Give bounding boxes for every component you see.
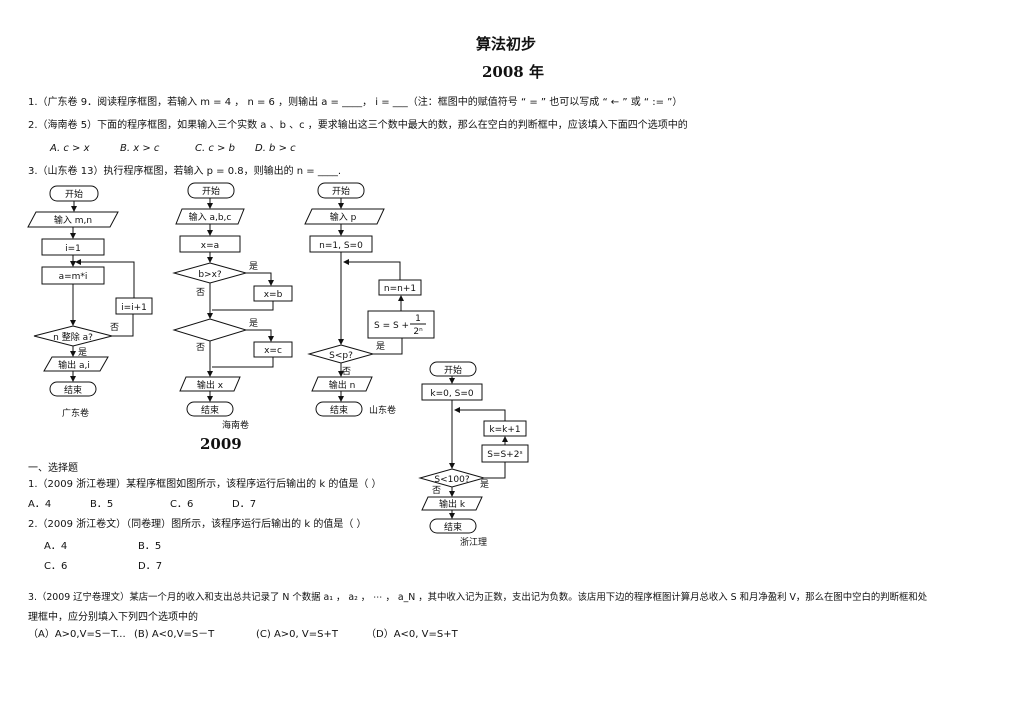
hn-assign1-label: x=b xyxy=(264,290,283,300)
sd-caption: 山东卷 xyxy=(369,404,396,416)
sd-frac-num: 1 xyxy=(415,314,421,324)
q2008-2: 2.（海南卷 5）下面的程序框图，如果输入三个实数 a 、b 、c ，要求输出这… xyxy=(28,120,688,131)
q2009-2-option-d: D．7 xyxy=(138,561,163,572)
q2009-1-option-c: C．6 xyxy=(170,499,194,510)
hn-cond1-label: b>x? xyxy=(198,270,222,280)
zj-no-label: 否 xyxy=(432,485,441,496)
hn-assign2-label: x=c xyxy=(264,346,282,356)
gd-incr-label: i=i+1 xyxy=(121,303,147,313)
zj-output-label: 输出 k xyxy=(439,498,466,510)
zj-sum-label: S=S+2ˢ xyxy=(487,450,523,460)
zj-caption: 浙江理 xyxy=(460,536,487,548)
zj-init-label: k=0, S=0 xyxy=(430,389,473,399)
q2009-2: 2.（2009 浙江卷文）（同卷理）图所示，该程序运行后输出的 k 的值是（ ） xyxy=(28,519,367,530)
q2009-3-option-d: （D）A<0, V=S+T xyxy=(366,629,458,640)
hn-input-label: 输入 a,b,c xyxy=(189,211,232,223)
q2008-2-option-d: D. b > c xyxy=(255,143,296,154)
q2009-2-option-c: C．6 xyxy=(44,561,68,572)
sd-input xyxy=(304,208,385,225)
q2009-1-option-b: B．5 xyxy=(90,499,114,510)
hn-output-label: 输出 x xyxy=(197,379,224,391)
sd-end-label: 结束 xyxy=(330,404,348,416)
q2008-2-option-a: A. c > x xyxy=(50,143,90,154)
sd-init-label: n=1, S=0 xyxy=(319,241,363,251)
gd-output-label: 输出 a,i xyxy=(58,359,90,371)
hn-yes1-label: 是 xyxy=(249,261,258,272)
hn-start xyxy=(187,182,235,199)
sd-end xyxy=(315,401,363,417)
gd-cond-label: n 整除 a? xyxy=(53,331,93,343)
q2009-3-line1: 3.（2009 辽宁卷理文）某店一个月的收入和支出总共记录了 N 个数据 a₁ … xyxy=(28,592,928,603)
hn-end xyxy=(186,401,234,417)
hn-output xyxy=(179,376,241,392)
gd-input xyxy=(27,211,119,228)
q2009-1: 1.（2009 浙江卷理）某程序框图如图所示，该程序运行后输出的 k 的值是（ … xyxy=(28,479,382,490)
sd-output xyxy=(311,376,373,392)
sd-yes-label: 是 xyxy=(376,341,385,352)
hn-no1-label: 否 xyxy=(196,287,205,298)
q2009-3-option-c: (C) A>0, V=S+T xyxy=(256,629,338,640)
q2008-2-option-b: B. x > c xyxy=(120,143,160,154)
sd-no-label: 否 xyxy=(342,366,351,377)
hn-init-label: x=a xyxy=(201,241,219,251)
gd-no-label: 否 xyxy=(110,322,119,333)
flowchart-zhejiang: 开始 k=0, S=0 S<100? 是 S=S+2ˢ k=k+1 否 输出 k… xyxy=(418,361,529,548)
sd-output-label: 输出 n xyxy=(329,379,356,391)
hn-cond2 xyxy=(172,318,248,342)
gd-assign-label: a=m*i xyxy=(59,272,88,282)
zj-end xyxy=(429,518,477,534)
gd-caption: 广东卷 xyxy=(62,407,89,419)
gd-end xyxy=(49,381,97,397)
q2008-3: 3.（山东卷 13）执行程序框图，若输入 p = 0.8，则输出的 n = __… xyxy=(28,166,342,177)
zj-yes-label: 是 xyxy=(480,479,489,490)
gd-end-label: 结束 xyxy=(64,384,82,396)
page-title: 算法初步 xyxy=(476,35,537,53)
gd-input-label: 输入 m,n xyxy=(54,214,92,226)
zj-cond-label: S<100? xyxy=(434,475,469,485)
q2009-1-option-d: D．7 xyxy=(232,499,257,510)
sd-cond-label: S<p? xyxy=(329,351,353,361)
gd-yes-label: 是 xyxy=(78,347,87,358)
q2009-2-option-a: A．4 xyxy=(44,541,68,552)
hn-input xyxy=(175,208,245,225)
q2009-3-line2: 理框中，应分别填入下列四个选项中的 xyxy=(28,612,198,623)
year-2009-heading: 2009 xyxy=(200,435,242,453)
flowchart-hainan: 开始 输入 a,b,c x=a b>x? 是 x=b 否 是 x=c 否 输出 … xyxy=(172,182,293,431)
hn-end-label: 结束 xyxy=(201,404,219,416)
hn-yes2-label: 是 xyxy=(249,318,258,329)
flowchart-guangdong: 开始 输入 m,n i=1 a=m*i n 整除 a? 否 i=i+1 是 输出… xyxy=(27,185,153,419)
section-heading: 一、选择题 xyxy=(28,463,78,474)
year-2008-heading: 2008 年 xyxy=(482,63,544,81)
zj-start-label: 开始 xyxy=(444,364,462,376)
q2008-1: 1.（广东卷 9．阅读程序框图，若输入 m = 4 ， n = 6 ，则输出 a… xyxy=(28,97,683,108)
q2009-3-option-a: （A）A>0,V=S－T... xyxy=(28,629,126,640)
flowchart-shandong: 开始 输入 p n=1, S=0 S<p? 是 S = S + 1 2ⁿ n=n… xyxy=(304,182,435,417)
sd-start-label: 开始 xyxy=(332,185,350,197)
hn-no2-label: 否 xyxy=(196,342,205,353)
zj-incr-label: k=k+1 xyxy=(489,425,520,435)
sd-sum-label: S = S + xyxy=(374,321,409,331)
gd-init-label: i=1 xyxy=(65,244,81,254)
sd-input-label: 输入 p xyxy=(330,211,357,223)
sd-incr-label: n=n+1 xyxy=(384,284,416,294)
hn-start-label: 开始 xyxy=(202,185,220,197)
zj-output xyxy=(421,496,483,511)
q2008-2-option-c: C. c > b xyxy=(195,143,235,154)
hn-caption: 海南卷 xyxy=(222,419,249,431)
zj-start xyxy=(429,361,477,377)
sd-frac-den: 2ⁿ xyxy=(413,327,423,337)
q2009-1-option-a: A．4 xyxy=(28,499,52,510)
q2009-2-option-b: B．5 xyxy=(138,541,162,552)
gd-output xyxy=(43,356,109,372)
q2009-3-option-b: (B) A<0,V=S－T xyxy=(134,629,215,640)
zj-end-label: 结束 xyxy=(444,521,462,533)
gd-start-label: 开始 xyxy=(65,188,83,200)
